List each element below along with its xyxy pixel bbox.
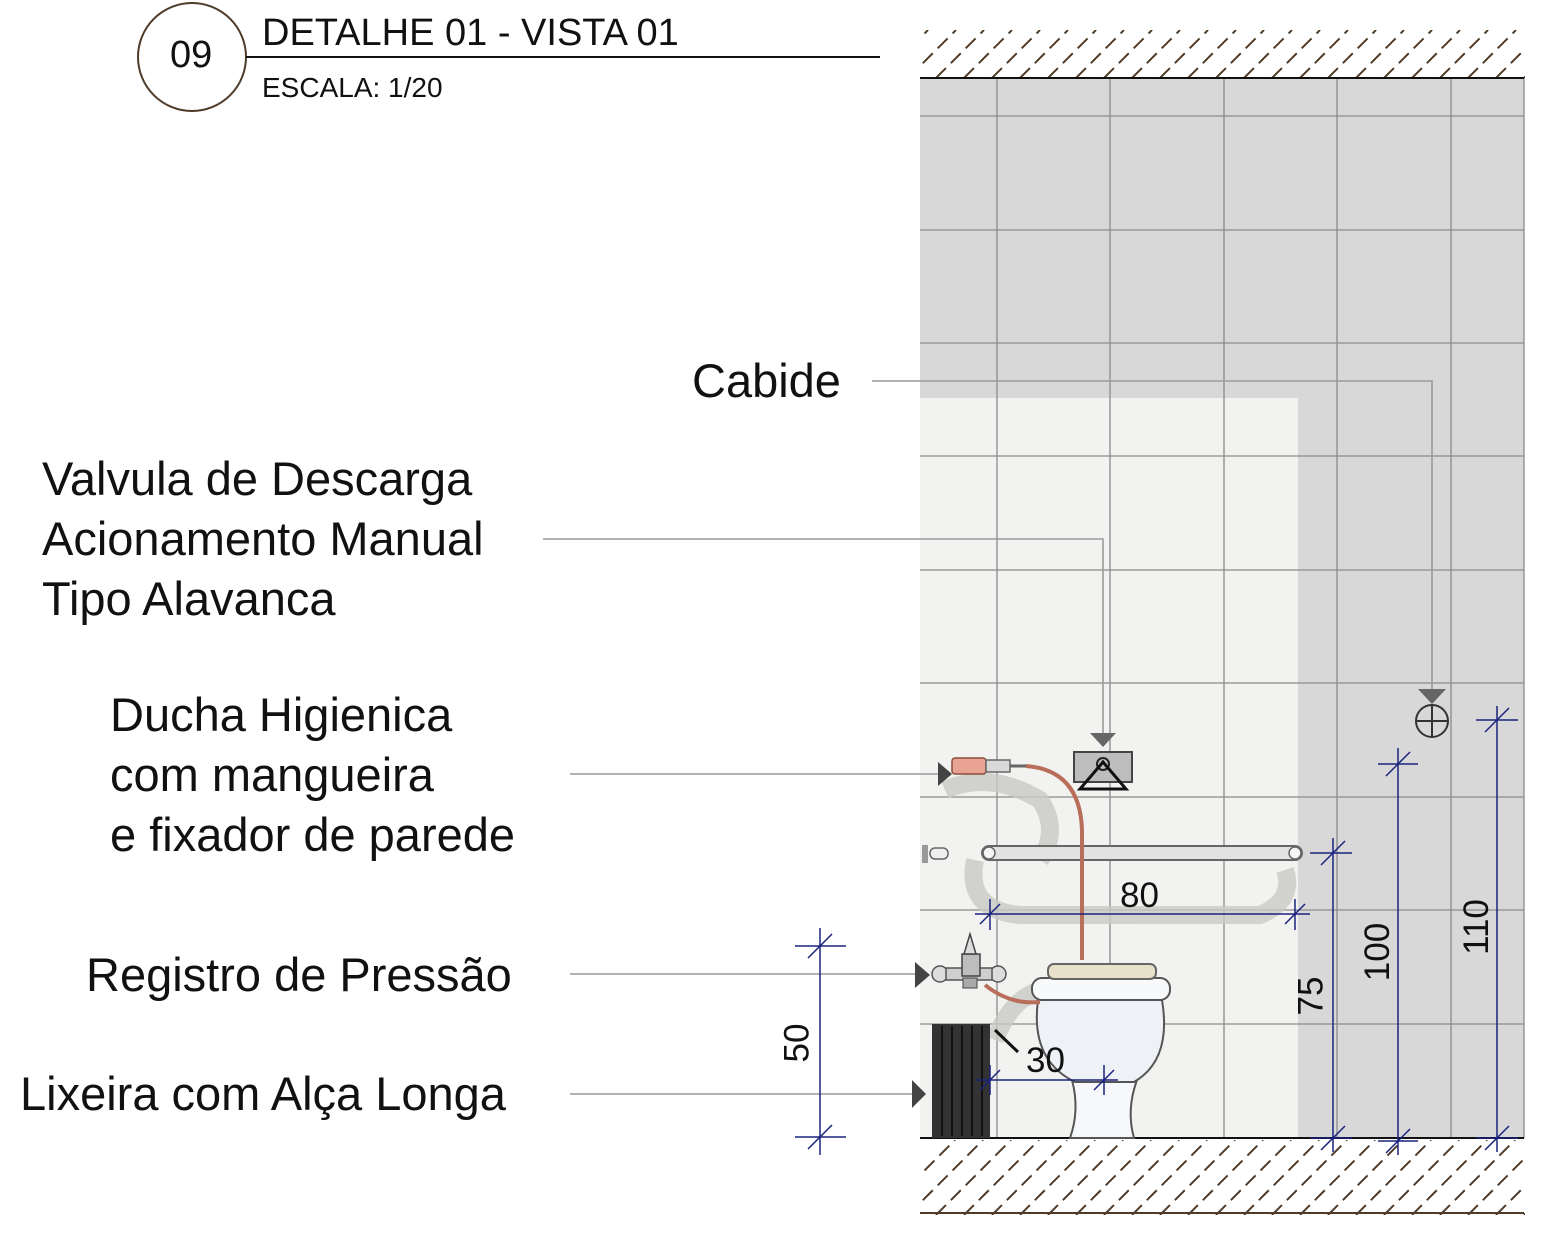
hatch-stroke bbox=[1552, 1140, 1559, 1215]
dimension-lines bbox=[795, 706, 1518, 1155]
hatch-stroke bbox=[1047, 1140, 1124, 1215]
hatch-stroke bbox=[1019, 1140, 1096, 1215]
dim-cabide-height: 110 bbox=[1456, 899, 1496, 955]
hatch-stroke bbox=[920, 30, 929, 40]
hatch-stroke bbox=[920, 1140, 956, 1177]
grab-bar bbox=[981, 845, 1303, 861]
hatch-stroke bbox=[1327, 30, 1377, 78]
ceiling-hatch bbox=[920, 30, 1559, 78]
dim-bar-height: 75 bbox=[1291, 976, 1331, 1016]
registro-pressao bbox=[931, 931, 1007, 989]
title-number: 09 bbox=[170, 34, 213, 76]
hatch-stroke bbox=[1411, 30, 1461, 78]
label-valvula-line2: Acionamento Manual bbox=[42, 512, 484, 565]
hatch-stroke bbox=[1159, 30, 1209, 78]
label-lixeira: Lixeira com Alça Longa bbox=[20, 1067, 506, 1120]
hatch-stroke bbox=[1327, 1140, 1404, 1215]
dim-bar-length: 80 bbox=[1120, 876, 1159, 915]
lixeira-bin-lines bbox=[941, 1026, 983, 1136]
hatch-stroke bbox=[1159, 1140, 1236, 1215]
leader-lines bbox=[543, 380, 1433, 1095]
hatch-stroke bbox=[1299, 1140, 1376, 1215]
page-title: DETALHE 01 - VISTA 01 bbox=[262, 12, 679, 54]
label-valvula-line3: Tipo Alavanca bbox=[42, 572, 336, 625]
hatch-stroke bbox=[1523, 1212, 1525, 1215]
hatch-stroke bbox=[1187, 30, 1237, 78]
ducha-higienica bbox=[951, 757, 1084, 1005]
hatch-stroke bbox=[1131, 30, 1181, 78]
hatch-stroke bbox=[1552, 30, 1559, 78]
dim-valve-height: 100 bbox=[1358, 922, 1398, 982]
seat-offset-pointer bbox=[993, 1028, 1020, 1054]
floor-hatch bbox=[920, 1140, 1559, 1215]
hatch-stroke bbox=[1495, 47, 1525, 78]
hatch-stroke bbox=[920, 30, 957, 68]
label-valvula-line1: Valvula de Descarga bbox=[42, 452, 473, 505]
leader-arrows bbox=[912, 762, 952, 1108]
hatch-stroke bbox=[1271, 30, 1321, 78]
hatch-stroke bbox=[1383, 30, 1433, 78]
hatch-stroke bbox=[963, 1140, 1040, 1215]
dim-seat-offset: 30 bbox=[1026, 1041, 1065, 1080]
hatch-stroke bbox=[1215, 1140, 1292, 1215]
valvula-descarga bbox=[1073, 733, 1133, 791]
label-ducha-line1: Ducha Higienica bbox=[110, 688, 453, 741]
hatch-stroke bbox=[1103, 1140, 1180, 1215]
label-ducha-line2: com mangueira bbox=[110, 748, 434, 801]
toilet bbox=[1031, 963, 1171, 1139]
hatch-stroke bbox=[991, 1140, 1068, 1215]
hatch-stroke bbox=[1075, 1140, 1152, 1215]
hatch-stroke bbox=[1271, 1140, 1348, 1215]
hatch-stroke bbox=[1131, 1140, 1208, 1215]
hatch-stroke bbox=[1439, 30, 1489, 78]
label-registro: Registro de Pressão bbox=[86, 948, 512, 1001]
hatch-stroke bbox=[1439, 1140, 1516, 1215]
hatch-stroke bbox=[1243, 30, 1293, 78]
label-cabide: Cabide bbox=[692, 354, 841, 407]
dim-registro-height: 50 bbox=[777, 1023, 817, 1063]
hatch-stroke bbox=[991, 30, 1041, 78]
hatch-stroke bbox=[935, 1140, 1012, 1215]
hatch-stroke bbox=[1243, 1140, 1320, 1215]
hatch-stroke bbox=[1383, 1140, 1460, 1215]
hatch-stroke bbox=[920, 1140, 984, 1205]
hatch-stroke bbox=[1467, 30, 1517, 78]
hatch-stroke bbox=[1019, 30, 1069, 78]
hatch-stroke bbox=[1355, 30, 1405, 78]
hatch-stroke bbox=[1103, 30, 1153, 78]
hatch-stroke bbox=[1523, 75, 1525, 78]
hatch-stroke bbox=[1355, 1140, 1432, 1215]
hatch-stroke bbox=[1187, 1140, 1264, 1215]
label-ducha-line3: e fixador de parede bbox=[110, 808, 516, 861]
cabide-hook bbox=[1415, 689, 1449, 738]
hatch-stroke bbox=[963, 30, 1013, 78]
wall-hook-left bbox=[922, 845, 949, 863]
hatch-stroke bbox=[1411, 1140, 1488, 1215]
title-scale: ESCALA: 1/20 bbox=[262, 72, 443, 103]
hatch-stroke bbox=[1215, 30, 1265, 78]
hatch-stroke bbox=[935, 30, 985, 78]
hatch-stroke bbox=[1047, 30, 1097, 78]
hatch-stroke bbox=[1467, 1156, 1525, 1215]
hatch-stroke bbox=[1075, 30, 1125, 78]
hatch-stroke bbox=[1299, 30, 1349, 78]
